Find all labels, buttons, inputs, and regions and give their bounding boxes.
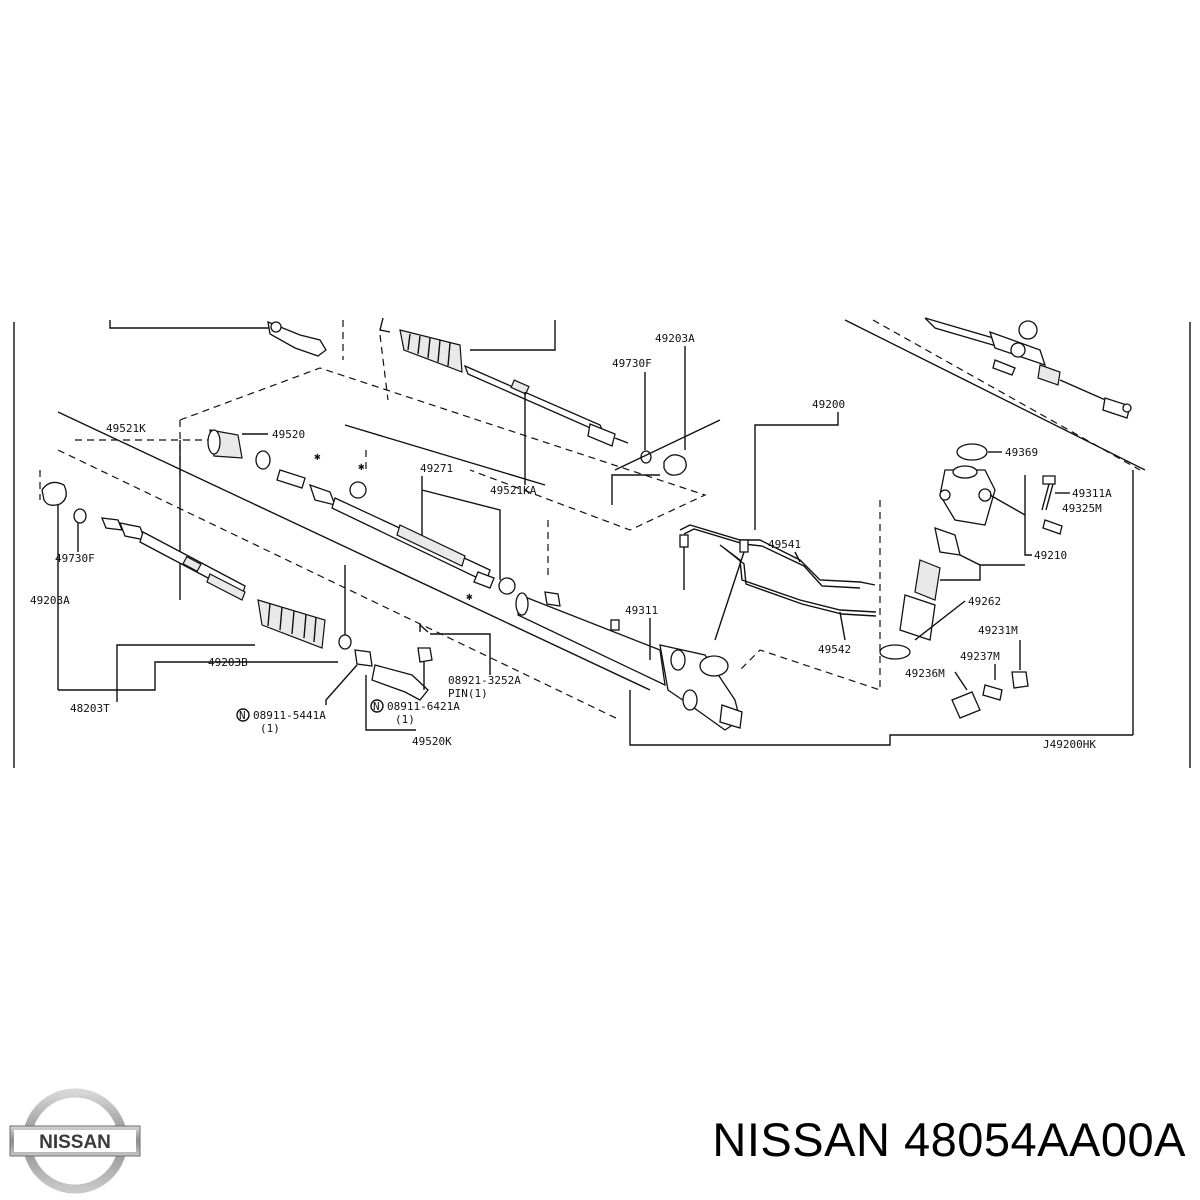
leader-08921	[430, 633, 491, 675]
dash-diag-top	[872, 319, 1141, 471]
nut-symbol-right	[370, 699, 384, 713]
fitting-49325M	[1042, 519, 1063, 535]
yoke-49236M	[951, 691, 981, 719]
ring-49520	[255, 450, 271, 470]
leader-49236M	[954, 671, 968, 691]
label-49520K: 49520K	[412, 735, 452, 748]
leader-49521KA-b	[344, 424, 546, 486]
lock-nut-left	[354, 649, 373, 667]
label-49231M: 49231M	[978, 624, 1018, 637]
leader-clamp-top	[611, 474, 660, 505]
label-49311A: 49311A	[1072, 487, 1112, 500]
clamp-49203A-left	[41, 481, 67, 506]
label-pin-1: PIN(1)	[448, 687, 488, 700]
boot-left	[257, 599, 326, 649]
leader-49520K	[365, 675, 416, 731]
inner-tie-rod-left	[100, 517, 246, 601]
dash-box-top	[179, 367, 707, 531]
leader-49210	[1024, 475, 1032, 556]
nissan-logo: NISSAN	[8, 1086, 142, 1196]
nut-symbol-left	[236, 708, 250, 722]
label-08911-5441A: 08911-5441A	[253, 709, 326, 722]
plug-49231M	[1011, 671, 1029, 689]
gear-housing-49311	[515, 591, 743, 731]
clamp-49203A-top	[663, 454, 687, 476]
frame-bottom	[629, 690, 1133, 746]
bushing-49520	[207, 429, 243, 459]
bolt-49311A	[1041, 475, 1056, 511]
leader-08911-5441A	[325, 664, 358, 705]
part-title: NISSAN 48054AA00A	[712, 1113, 1186, 1166]
label-49203A-left: 49203A	[30, 594, 70, 607]
label-08911-6421A: 08911-6421A	[387, 700, 460, 713]
valve-housing-49210	[879, 443, 996, 660]
label-49236M: 49236M	[905, 667, 945, 680]
label-49262: 49262	[968, 595, 1001, 608]
leader-48203T	[116, 644, 255, 690]
ring-49271	[349, 481, 367, 499]
label-49203A-top: 49203A	[655, 332, 695, 345]
label-49271: 49271	[420, 462, 453, 475]
pin-mark	[419, 623, 429, 633]
label-48203T: 48203T	[70, 702, 110, 715]
label-49730F-top: 49730F	[612, 357, 652, 370]
label-49237M: 49237M	[960, 650, 1000, 663]
leader-49542	[839, 611, 846, 641]
label-49210: 49210	[1034, 549, 1067, 562]
label-49730F-left: 49730F	[55, 552, 95, 565]
leader-49210-b	[989, 494, 1026, 516]
label-49541: 49541	[768, 538, 801, 551]
star-mark-3: ✱	[466, 590, 473, 603]
star-mark-2: ✱	[358, 460, 365, 473]
ring-49730F-left	[73, 508, 87, 524]
tie-rod-end-top	[267, 320, 327, 357]
leader-49262	[914, 600, 966, 641]
label-49521K: 49521K	[106, 422, 146, 435]
dash-top-center	[379, 334, 389, 401]
label-08921-3252A: 08921-3252A	[448, 674, 521, 687]
label-qty-1-right: (1)	[395, 713, 415, 726]
leader-49210-c	[959, 554, 1025, 566]
ring-49203B	[338, 634, 352, 650]
leader-49541	[794, 551, 801, 563]
nut-symbol-left-letter: N	[239, 709, 246, 722]
label-49200: 49200	[812, 398, 845, 411]
label-qty-1-left: (1)	[260, 722, 280, 735]
inset-rack-assembly	[924, 317, 1132, 419]
ring-49271-right	[498, 577, 516, 595]
label-49521KA: 49521KA	[490, 484, 537, 497]
hydraulic-lines	[679, 524, 877, 641]
rack-bar-49271	[276, 469, 495, 589]
label-49542: 49542	[818, 643, 851, 656]
star-mark-1: ✱	[314, 450, 321, 463]
label-49311: 49311	[625, 604, 658, 617]
boot-top	[399, 329, 463, 373]
leader-49203B	[58, 661, 265, 691]
nut-symbol-right-letter: N	[373, 700, 380, 713]
tie-rod-end-left	[371, 647, 433, 701]
frame-diag-mid	[614, 419, 721, 471]
brand-footer: NISSAN NISSAN 48054AA00A	[0, 1080, 1200, 1200]
leader-49271	[421, 476, 501, 580]
label-49325M: 49325M	[1062, 502, 1102, 515]
label-49520: 49520	[272, 428, 305, 441]
dash-diag-long	[57, 449, 621, 721]
frame-diag-long	[57, 411, 651, 691]
inner-tie-rod-top	[463, 364, 629, 447]
dash-valve-area	[739, 500, 881, 691]
logo-wordmark: NISSAN	[39, 1132, 111, 1153]
callout-top-center	[470, 320, 556, 351]
leader-49200	[754, 412, 839, 530]
label-49369: 49369	[1005, 446, 1038, 459]
leader-49210-d	[940, 565, 981, 581]
spring-49237M	[982, 684, 1003, 701]
clip-top	[379, 317, 391, 333]
diagram-ref-code: J49200HK	[1043, 738, 1096, 751]
callout-top-left	[109, 320, 270, 329]
